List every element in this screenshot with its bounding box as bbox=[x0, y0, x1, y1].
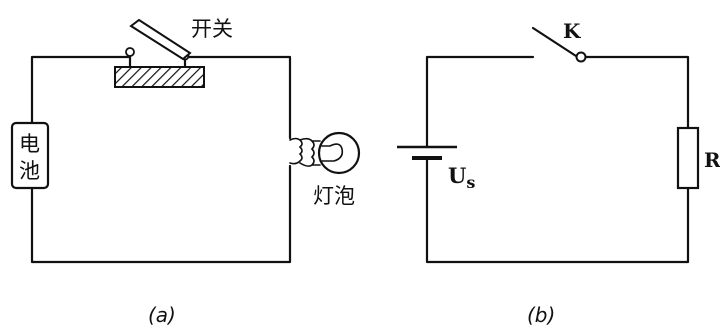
battery: 电 池 bbox=[10, 121, 50, 190]
battery-body bbox=[10, 121, 50, 190]
battery-label-line2: 池 bbox=[19, 159, 40, 183]
circuit-a-wire-bottom bbox=[30, 164, 292, 264]
circuit-b-wire-left bbox=[425, 55, 535, 149]
circuit-a: 开关 电 池 灯泡 (a) bbox=[10, 17, 361, 325]
voltage-source: Us bbox=[397, 145, 475, 192]
battery-label-line1: 电 bbox=[19, 132, 40, 156]
switch-k-label: K bbox=[563, 19, 581, 43]
switch-k-blade bbox=[531, 26, 578, 58]
switch-terminal-left bbox=[125, 47, 135, 57]
circuit-b-wire-right bbox=[584, 55, 690, 130]
circuit-b: K Us R (b) bbox=[397, 19, 720, 325]
light-bulb: 灯泡 bbox=[289, 131, 361, 208]
knife-switch: 开关 bbox=[114, 17, 233, 88]
bulb-base bbox=[289, 137, 303, 165]
switch-label: 开关 bbox=[191, 17, 233, 41]
switch-k-contact bbox=[575, 51, 587, 63]
switch-k: K bbox=[531, 19, 587, 63]
resistor-body bbox=[676, 126, 700, 190]
source-label: Us bbox=[448, 163, 475, 192]
bulb-label: 灯泡 bbox=[313, 184, 355, 208]
resistor-label: R bbox=[704, 148, 720, 172]
resistor: R bbox=[676, 126, 720, 190]
bulb-base-threads bbox=[299, 137, 315, 167]
caption-a: (a) bbox=[148, 303, 176, 325]
caption-b: (b) bbox=[527, 303, 555, 325]
bulb-neck bbox=[311, 140, 321, 166]
switch-base bbox=[114, 66, 205, 88]
switch-blade bbox=[129, 18, 192, 61]
bulb-filament bbox=[321, 143, 344, 162]
bulb-globe bbox=[317, 131, 361, 175]
circuit-b-wire-left-lower bbox=[425, 156, 690, 264]
